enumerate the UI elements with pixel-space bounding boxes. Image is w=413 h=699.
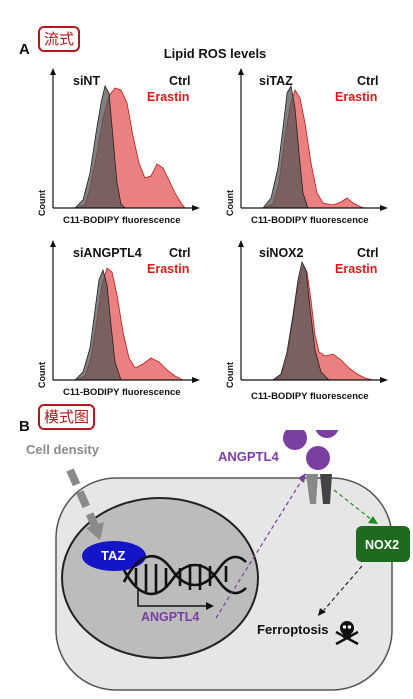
erastin-legend: Erastin	[147, 262, 190, 276]
ctrl-legend: Ctrl	[357, 74, 379, 88]
panel-b-letter: B	[19, 418, 30, 435]
nucleus	[61, 497, 259, 659]
erastin-histogram	[55, 87, 186, 209]
x-axis-label: C11-BODIPY fluorescence	[251, 215, 369, 226]
sample-label: siTAZ	[259, 74, 293, 88]
receptor-right	[320, 474, 332, 504]
ctrl-legend: Ctrl	[169, 246, 191, 260]
taz-oval	[82, 541, 146, 571]
taz-label: TAZ	[101, 548, 126, 563]
angptl4-protein-label: ANGPTL4	[218, 449, 279, 464]
y-axis-label: Count	[37, 362, 47, 388]
ctrl-legend: Ctrl	[169, 74, 191, 88]
histogram-svg	[238, 240, 388, 383]
angptl4-gene-label: ANGPTL4	[141, 610, 200, 624]
secretion-arrow	[215, 479, 303, 619]
histogram-plot-sinox2: siNOX2 Ctrl Erastin Count C11-BODIPY flu…	[223, 240, 398, 402]
ctrl-histogram	[243, 260, 330, 381]
nox2-label: NOX2	[365, 538, 400, 552]
x-axis-label: C11-BODIPY fluorescence	[251, 391, 369, 402]
angptl4-sphere	[315, 430, 339, 438]
histogram-plot-sint: siNT Ctrl Erastin Count C11-BODIPY fluor…	[35, 68, 210, 226]
y-axis-label: Count	[37, 190, 47, 216]
angptl4-sphere	[306, 446, 330, 470]
nox2-box	[356, 526, 410, 562]
histogram-svg	[50, 68, 200, 211]
cell-density-label: Cell density	[26, 442, 99, 457]
panel-a-letter: A	[19, 41, 30, 58]
dna-helix	[122, 554, 247, 596]
sample-label: siANGPTL4	[73, 246, 142, 260]
angptl4-sphere	[283, 430, 307, 450]
erastin-histogram	[55, 267, 184, 381]
erastin-histogram	[243, 89, 366, 209]
erastin-legend: Erastin	[147, 90, 190, 104]
ctrl-histogram	[55, 268, 122, 381]
panel-a-title: Lipid ROS levels	[163, 46, 267, 61]
panel-a-tag: 流式	[38, 26, 81, 52]
histogram-svg	[50, 240, 200, 383]
ctrl-legend: Ctrl	[357, 246, 379, 260]
erastin-legend: Erastin	[335, 262, 378, 276]
y-axis-label: Count	[225, 362, 235, 388]
y-axis-label: Count	[225, 190, 235, 216]
cell-density-arrowhead	[86, 522, 104, 540]
model-diagram	[55, 430, 410, 691]
skull-icon	[335, 621, 359, 646]
histogram-svg	[238, 68, 388, 211]
x-axis-label: C11-BODIPY fluorescence	[63, 387, 181, 398]
erastin-legend: Erastin	[335, 90, 378, 104]
ctrl-histogram	[243, 84, 309, 209]
histogram-plot-siangptl4: siANGPTL4 Ctrl Erastin Count C11-BODIPY …	[35, 240, 210, 398]
sample-label: siNT	[73, 74, 101, 88]
histogram-plot-sitaz: siTAZ Ctrl Erastin Count C11-BODIPY fluo…	[223, 68, 398, 226]
sample-label: siNOX2	[259, 246, 304, 260]
ferroptosis-label: Ferroptosis	[257, 622, 329, 637]
transcription-arrow	[137, 590, 206, 607]
cell-density-arrow	[66, 468, 99, 528]
x-axis-label: C11-BODIPY fluorescence	[63, 215, 181, 226]
panel-b-tag: 模式图	[38, 404, 96, 430]
ctrl-histogram	[55, 84, 126, 209]
receptor-left	[306, 474, 318, 504]
nox2-activation-arrow	[333, 489, 373, 521]
ferroptosis-arrow	[323, 565, 363, 611]
